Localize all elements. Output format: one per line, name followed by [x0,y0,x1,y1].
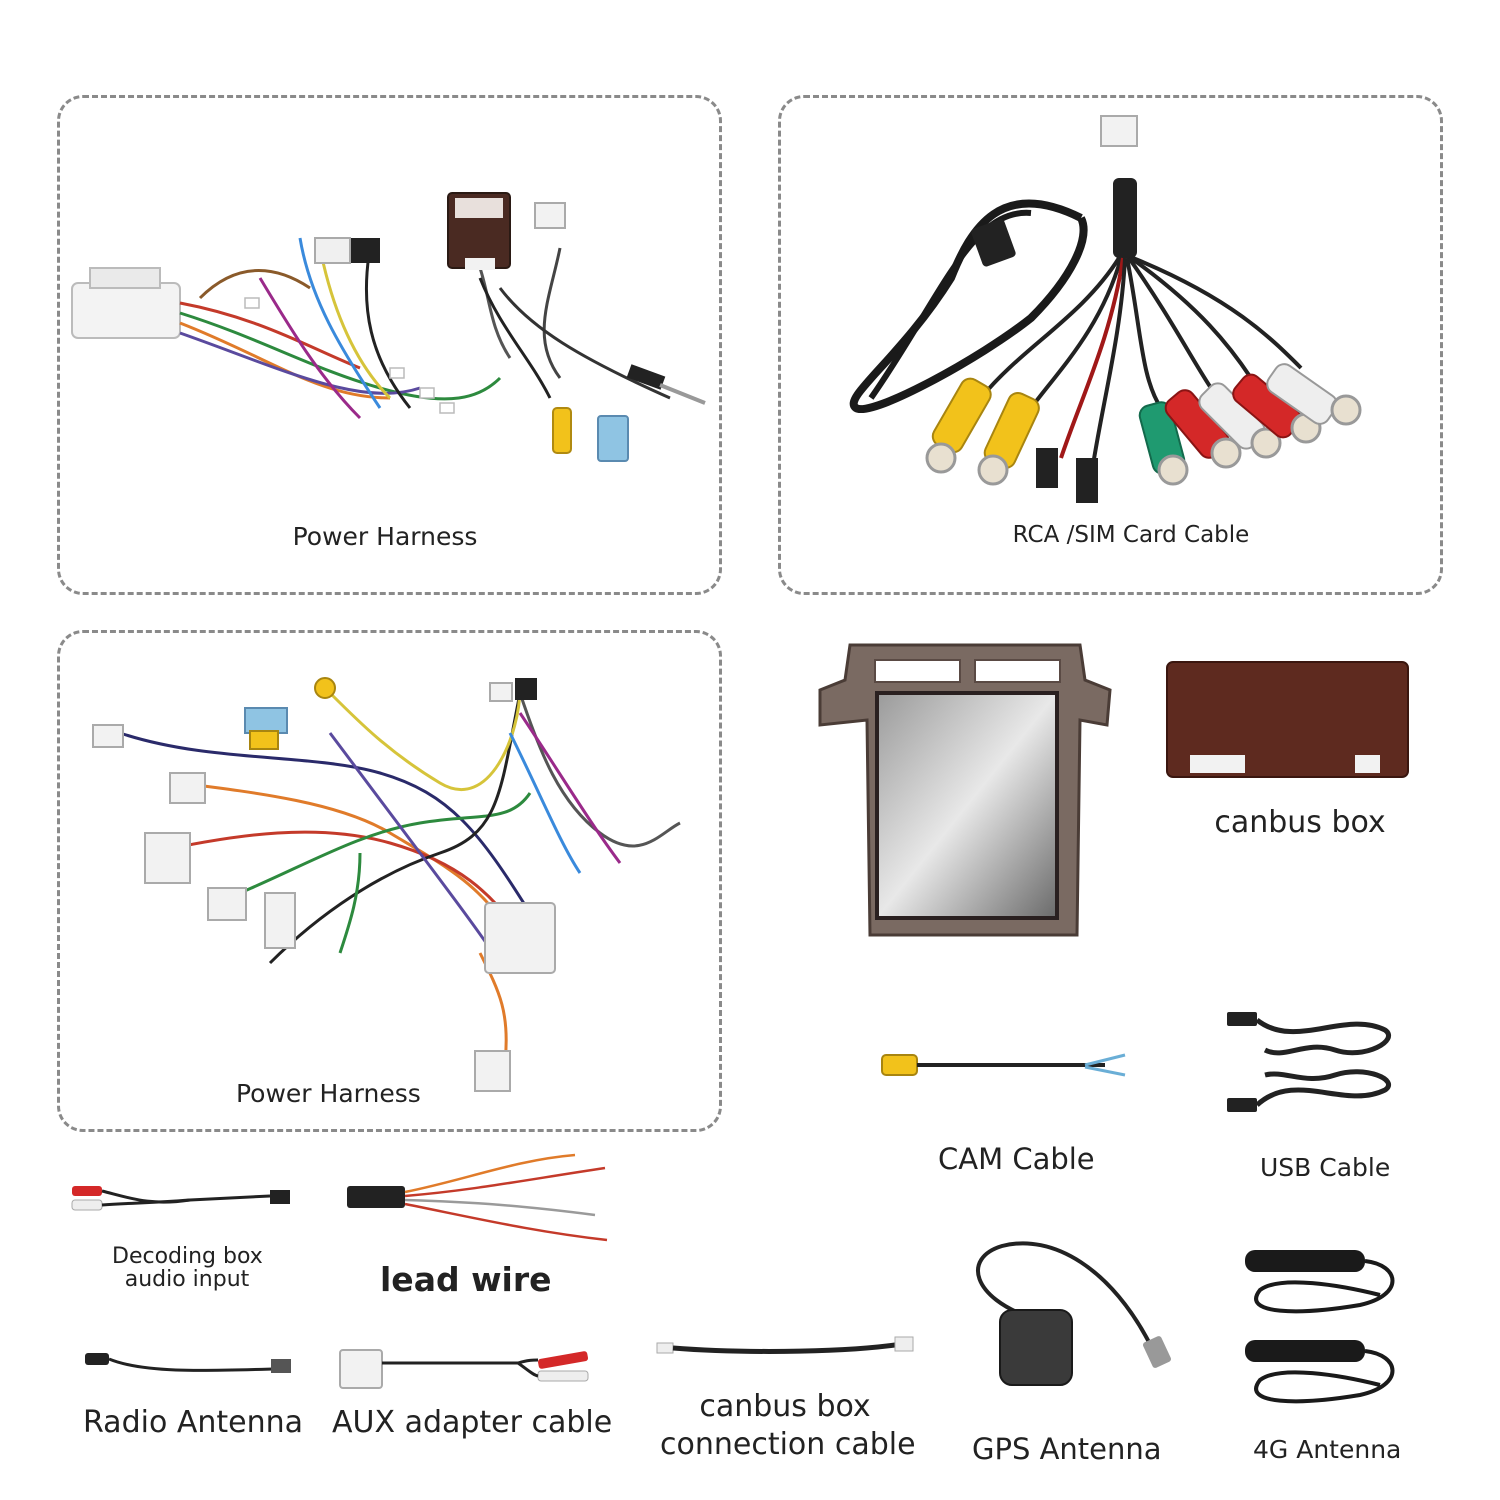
canbus-connection-cable-image [655,1335,915,1360]
power-harness-panel-bottom: Power Harness [57,630,722,1132]
usb-cable-label: USB Cable [1260,1153,1391,1182]
canbus-box-image [1165,660,1410,780]
decoding-box-cable-image [70,1178,295,1218]
rca-sim-panel: RCA /SIM Card Cable [778,95,1443,595]
power-harness-panel-top: Power Harness [57,95,722,595]
cam-cable-image [880,1045,1130,1095]
canbus-connection-label: canbus box connection cable [660,1388,916,1464]
aux-adapter-cable-image [338,1345,600,1395]
power-harness-label-top: Power Harness [292,522,478,551]
gps-antenna-image [962,1238,1177,1398]
canbus-connection-label-line1: canbus box [699,1389,871,1424]
radio-antenna-image [83,1343,298,1383]
usb-cable-image [1225,990,1405,1125]
power-harness-label-bottom: Power Harness [236,1079,421,1108]
power-harness-illustration [71,192,706,462]
lead-wire-image [345,1140,625,1250]
antenna-4g-image [1240,1245,1405,1415]
power-harness-illustration-bottom [92,677,681,1092]
antenna-4g-label: 4G Antenna [1253,1435,1402,1464]
gps-antenna-label: GPS Antenna [972,1432,1162,1466]
lead-wire-label: lead wire [380,1260,552,1299]
decoding-box-label-line2: audio input [124,1267,250,1292]
rca-sim-label: RCA /SIM Card Cable [1012,522,1250,548]
aux-adapter-label: AUX adapter cable [332,1405,613,1440]
radio-antenna-label: Radio Antenna [83,1405,304,1440]
decoding-box-label: Decoding box audio input [112,1244,263,1292]
decoding-box-label-line1: Decoding box [112,1244,263,1269]
canbus-box-label: canbus box [1214,805,1386,840]
rca-sim-cable-illustration [849,115,1362,503]
cam-cable-label: CAM Cable [938,1142,1095,1176]
head-unit-image [815,635,1115,940]
canbus-connection-label-line2: connection cable [660,1427,916,1462]
